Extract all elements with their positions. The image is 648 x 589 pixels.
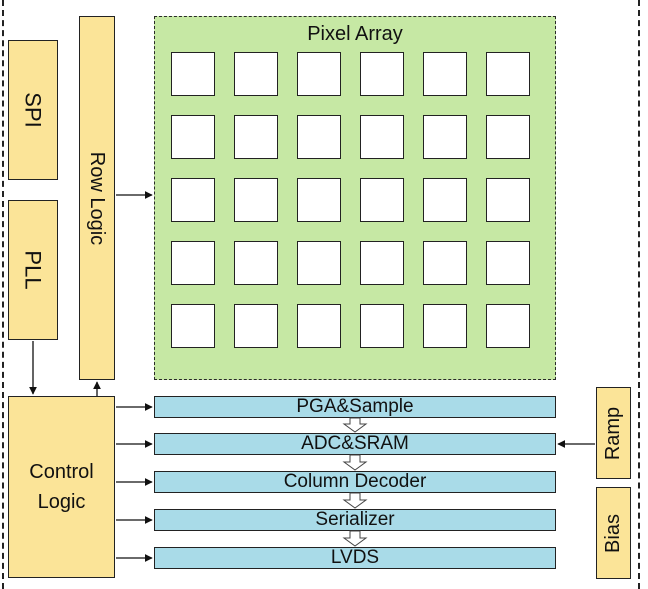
control-logic-block: Control Logic — [8, 396, 115, 578]
pixel-cell — [234, 178, 278, 222]
pixel-cell — [171, 241, 215, 285]
left-boundary-line — [2, 0, 4, 589]
pixel-array-title: Pixel Array — [307, 23, 403, 45]
pixel-cell — [234, 241, 278, 285]
pixel-cell — [423, 241, 467, 285]
stage-flow-arrows — [342, 417, 368, 547]
flow-arrow-4 — [342, 530, 368, 547]
pixel-cell — [486, 115, 530, 159]
pixel-cell — [171, 115, 215, 159]
pixel-cell — [486, 241, 530, 285]
pixel-cell — [423, 178, 467, 222]
pixel-cell — [486, 178, 530, 222]
pixel-cell — [234, 304, 278, 348]
bias-block: Bias — [596, 487, 631, 579]
pixel-cell — [360, 241, 404, 285]
control-logic-label-line1: Control — [29, 461, 94, 483]
pixel-cell — [234, 115, 278, 159]
pixel-cell — [171, 178, 215, 222]
right-boundary-line — [638, 0, 640, 589]
control-logic-label-line2: Logic — [37, 491, 86, 513]
pixel-cell — [297, 241, 341, 285]
pixel-cell — [360, 52, 404, 96]
lvds-bar: LVDS — [154, 547, 556, 569]
pixel-cell — [297, 178, 341, 222]
pixel-cell — [486, 304, 530, 348]
ramp-block: Ramp — [596, 387, 631, 479]
pixel-cell — [360, 178, 404, 222]
row-logic-block: Row Logic — [79, 16, 115, 380]
pixel-cell — [297, 304, 341, 348]
pixel-cell — [423, 52, 467, 96]
pixel-cell — [171, 52, 215, 96]
pixel-cell — [297, 52, 341, 96]
pll-block: PLL — [8, 200, 58, 340]
flow-arrow-1 — [342, 417, 368, 433]
flow-arrow-3 — [342, 492, 368, 509]
spi-block: SPI — [8, 40, 58, 180]
pixel-cell — [297, 115, 341, 159]
pixel-cell — [234, 52, 278, 96]
pixel-cell — [486, 52, 530, 96]
pixel-cell — [171, 304, 215, 348]
pixel-cell — [423, 304, 467, 348]
pixel-array: Pixel Array — [154, 16, 556, 380]
pixel-cell — [360, 115, 404, 159]
pixel-cell — [360, 304, 404, 348]
flow-arrow-2 — [342, 454, 368, 471]
pixel-cell — [423, 115, 467, 159]
